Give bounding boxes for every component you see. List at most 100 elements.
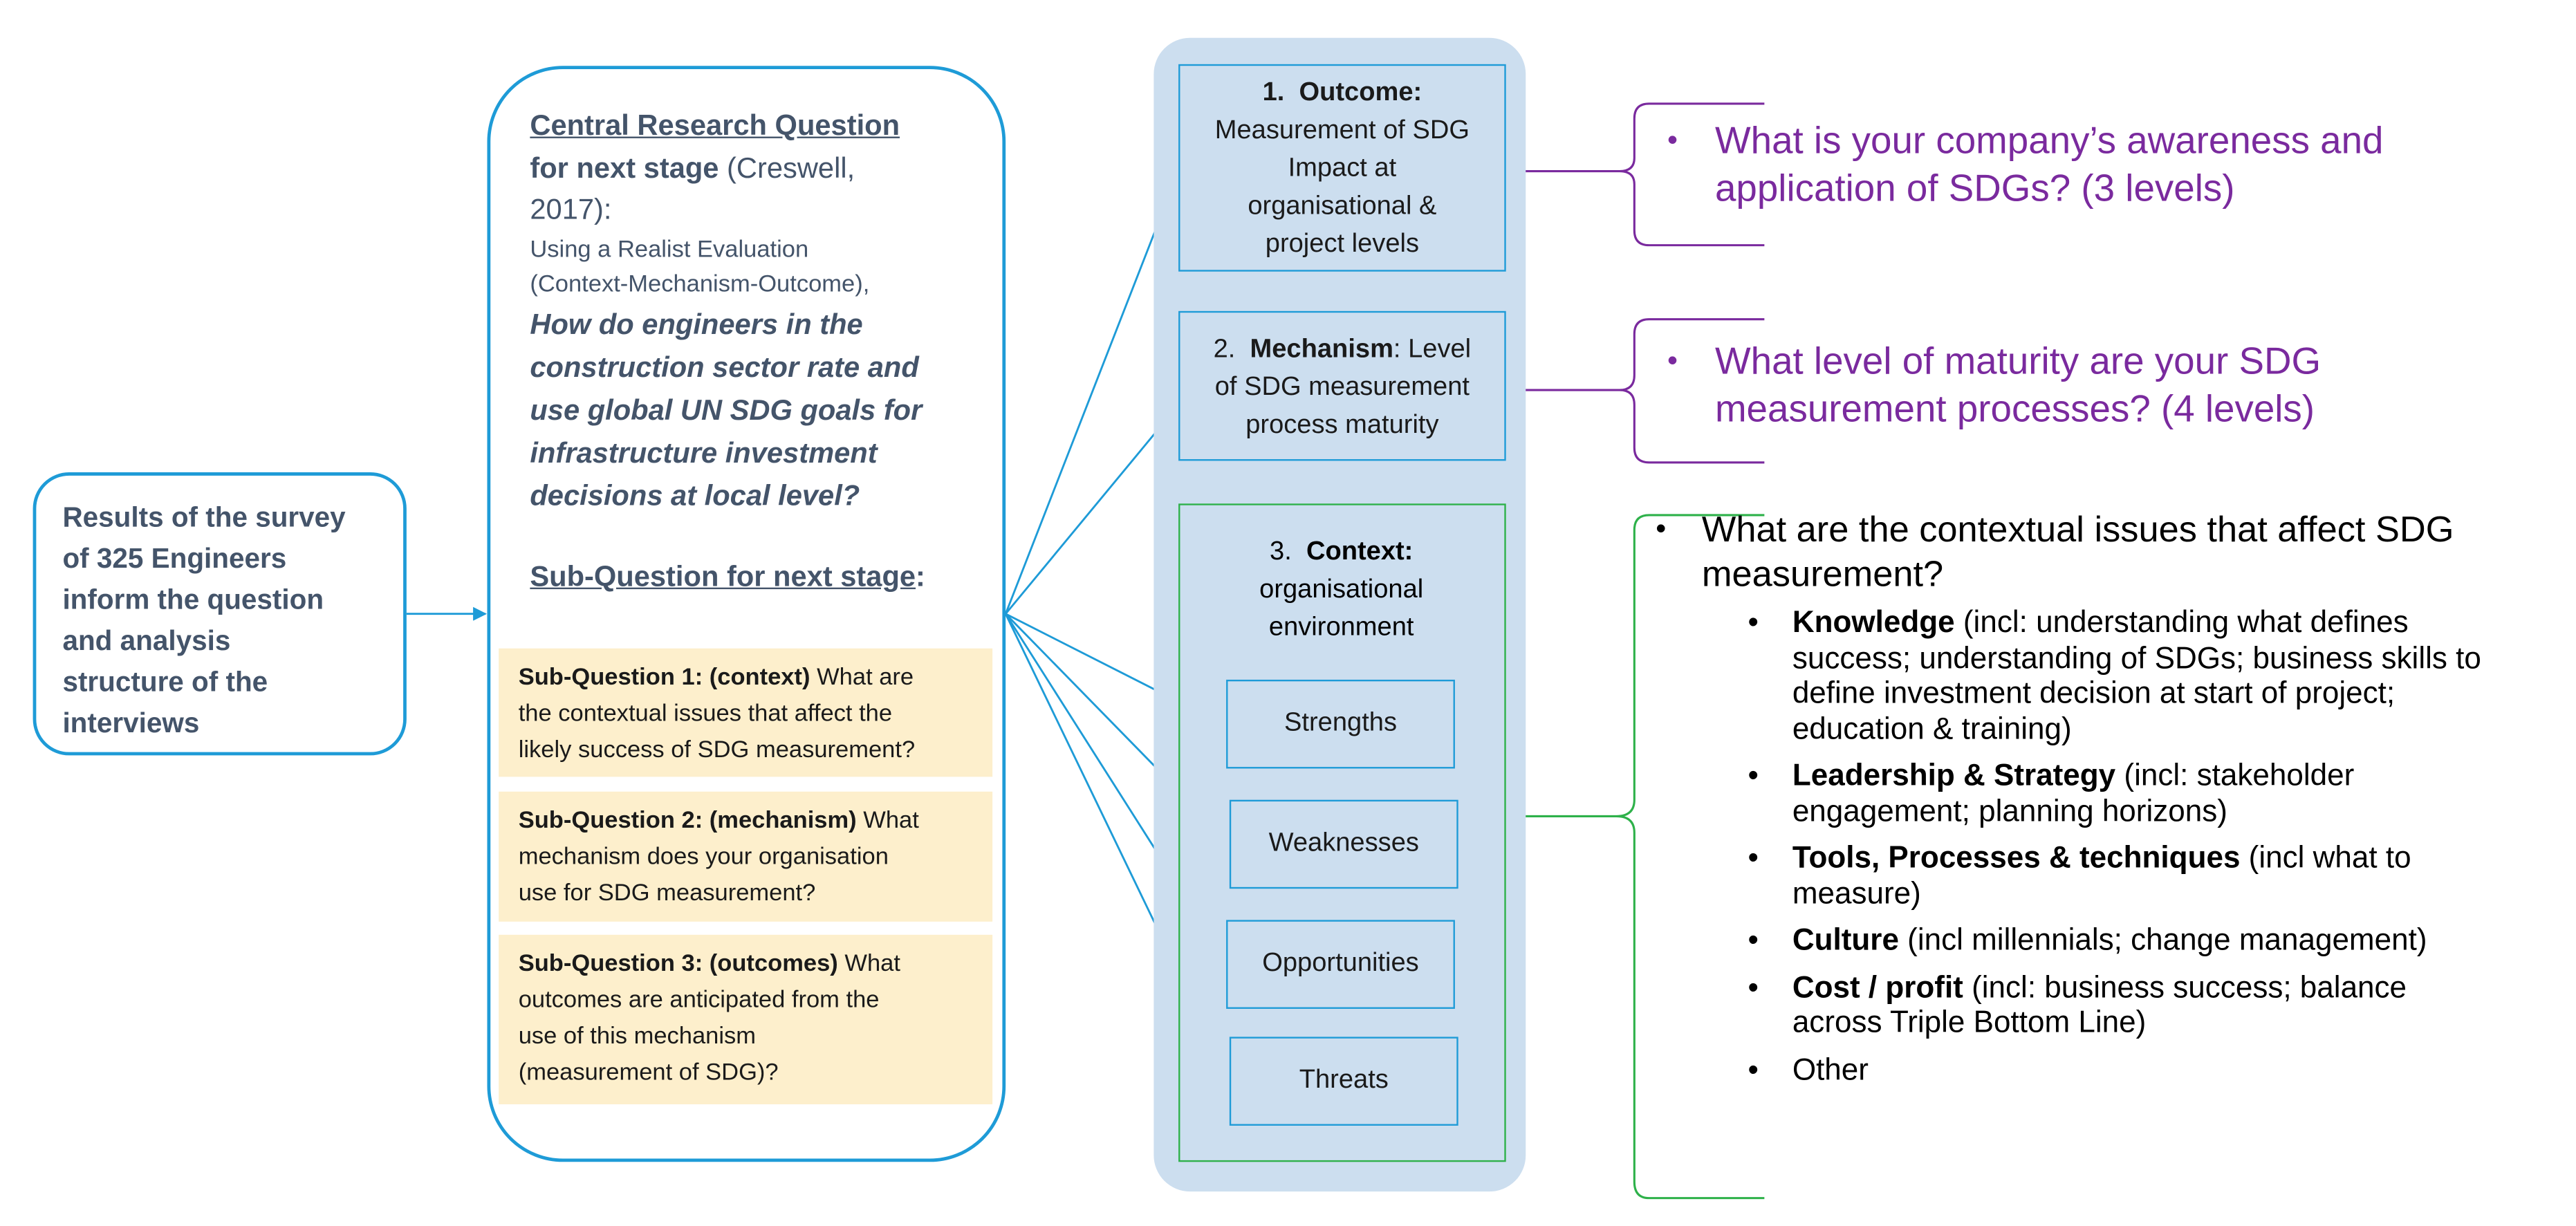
survey-results-box: Results of the survey of 325 Engineers i…: [33, 472, 407, 756]
context-line: organisational: [1259, 576, 1424, 604]
context-question-line: What are the contextual issues that affe…: [1701, 508, 2454, 550]
survey-line: Results of the survey: [62, 501, 346, 534]
context-item-text: success; understanding of SDGs; business…: [1792, 639, 2481, 674]
method-line: Using a Realist Evaluation: [530, 236, 809, 263]
context-item-text: define investment decision at start of p…: [1792, 674, 2396, 709]
bullet-icon: •: [1748, 756, 1759, 792]
outcome-number: 1.: [1262, 79, 1285, 107]
research-question-title: Central Research Question: [530, 109, 900, 142]
context-item-title: Tools, Processes & techniques: [1792, 839, 2241, 874]
mechanism-question-line: measurement processes? (4 levels): [1714, 387, 2315, 430]
mechanism-box: 2. Mechanism: Level of SDG measurement p…: [1178, 310, 1506, 461]
research-question-citation: (Creswell,: [719, 151, 855, 185]
mechanism-title: Mechanism: [1250, 335, 1393, 364]
central-question-line: construction sector rate and: [530, 350, 919, 384]
central-question-line: use global UN SDG goals for: [530, 393, 923, 427]
sub-question-3: Sub-Question 3: (outcomes) What outcomes…: [499, 934, 993, 1104]
context-item-title: Cost / profit: [1792, 968, 1963, 1003]
mechanism-question-line: What level of maturity are your SDG: [1714, 339, 2322, 382]
context-number: 3.: [1270, 538, 1292, 566]
bullet-icon: •: [1667, 344, 1678, 378]
swot-weaknesses: Weaknesses: [1229, 799, 1458, 889]
research-question-stage: for next stage: [530, 151, 719, 185]
outcome-brace: [1505, 102, 1765, 247]
mechanism-question: • What level of maturity are your SDG me…: [1667, 337, 2523, 433]
context-item-culture: • Culture (incl millennials; change mana…: [1748, 921, 2569, 957]
sub-question-label: Sub-Question 2: (mechanism): [518, 808, 857, 835]
context-item-text: (incl: business success; balance: [1963, 968, 2407, 1003]
context-item-knowledge: • Knowledge (incl: understanding what de…: [1748, 604, 2569, 745]
outcome-line: project levels: [1265, 230, 1420, 259]
sub-question-text: What: [837, 951, 900, 978]
context-question: • What are the contextual issues that af…: [1656, 507, 2569, 1086]
context-question-line: measurement?: [1701, 552, 1944, 595]
bullet-icon: •: [1667, 123, 1678, 157]
swot-threats: Threats: [1229, 1037, 1458, 1126]
context-item-other: • Other: [1748, 1050, 2569, 1086]
mechanism-line: process maturity: [1245, 411, 1439, 440]
sub-question-text: use of this mechanism: [518, 1023, 757, 1050]
arrow-to-outcome: [1004, 169, 1180, 615]
sub-question-heading: Sub-Question for next stage: [530, 559, 916, 593]
bullet-icon: •: [1748, 604, 1759, 639]
swot-opportunities: Opportunities: [1226, 920, 1455, 1009]
outcome-question-line: application of SDGs? (3 levels): [1714, 166, 2235, 210]
context-item-text: education & training): [1792, 709, 2072, 745]
context-item-text: across Triple Bottom Line): [1792, 1003, 2147, 1039]
context-brace: [1505, 514, 1765, 1200]
sub-question-text: (measurement of SDG)?: [518, 1059, 779, 1086]
swot-label: Threats: [1299, 1066, 1389, 1095]
central-question-line: decisions at local level?: [530, 479, 860, 512]
outcome-line: organisational &: [1248, 192, 1437, 221]
mechanism-line: of SDG measurement: [1214, 373, 1470, 402]
context-title: Context:: [1306, 538, 1414, 566]
context-item-cost: • Cost / profit (incl: business success;…: [1748, 968, 2569, 1039]
sub-question-text: What are: [810, 665, 914, 691]
outcome-box: 1. Outcome: Measurement of SDG Impact at…: [1178, 64, 1506, 272]
bullet-icon: •: [1656, 512, 1667, 545]
context-item-tools: • Tools, Processes & techniques (incl wh…: [1748, 839, 2569, 910]
outcome-line: Measurement of SDG: [1214, 116, 1470, 145]
mechanism-number: 2.: [1213, 335, 1236, 364]
context-item-text: measure): [1792, 874, 1921, 909]
research-question-year: 2017):: [530, 192, 612, 226]
bullet-icon: •: [1748, 968, 1759, 1003]
swot-label: Weaknesses: [1268, 829, 1419, 857]
sub-question-2: Sub-Question 2: (mechanism) What mechani…: [499, 791, 993, 922]
central-question-line: infrastructure investment: [530, 436, 878, 470]
outcome-line: Impact at: [1288, 154, 1397, 183]
context-item-text: (incl: stakeholder: [2115, 756, 2355, 792]
central-question-line: How do engineers in the: [530, 308, 863, 341]
arrow-to-mechanism: [1005, 403, 1180, 615]
sub-question-label: Sub-Question 1: (context): [518, 665, 810, 691]
context-box: 3. Context: organisational environment: [1178, 503, 1506, 1162]
outcome-title: Outcome:: [1299, 79, 1423, 107]
swot-strengths: Strengths: [1226, 679, 1455, 769]
sub-question-heading-colon: :: [916, 559, 925, 593]
swot-label: Opportunities: [1262, 949, 1419, 978]
bullet-icon: •: [1748, 839, 1759, 874]
sub-question-text: mechanism does your organisation: [518, 844, 889, 871]
sub-question-text: likely success of SDG measurement?: [518, 737, 916, 764]
sub-question-text: outcomes are anticipated from the: [518, 987, 880, 1014]
swot-label: Strengths: [1284, 709, 1397, 738]
survey-line: of 325 Engineers: [62, 543, 287, 575]
method-line: (Context-Mechanism-Outcome),: [530, 271, 870, 298]
context-item-text: Other: [1792, 1050, 1869, 1086]
outcome-question-line: What is your company’s awareness and: [1714, 118, 2384, 162]
context-item-text: (incl millennials; change management): [1898, 921, 2427, 956]
survey-line: interviews: [62, 707, 200, 739]
context-item-text: (incl: understanding what defines: [1954, 604, 2409, 639]
mechanism-brace: [1505, 318, 1765, 464]
survey-line: and analysis: [62, 625, 231, 657]
sub-question-text: the contextual issues that affect the: [518, 700, 893, 727]
context-item-text: (incl what to: [2240, 839, 2411, 874]
mechanism-text: : Level: [1393, 335, 1472, 364]
context-item-text: engagement; planning horizons): [1792, 792, 2227, 827]
sub-question-1: Sub-Question 1: (context) What are the c…: [499, 648, 993, 777]
sub-question-label: Sub-Question 3: (outcomes): [518, 951, 838, 978]
sub-question-text: use for SDG measurement?: [518, 880, 816, 907]
context-line: environment: [1268, 613, 1414, 642]
context-item-title: Knowledge: [1792, 604, 1955, 639]
